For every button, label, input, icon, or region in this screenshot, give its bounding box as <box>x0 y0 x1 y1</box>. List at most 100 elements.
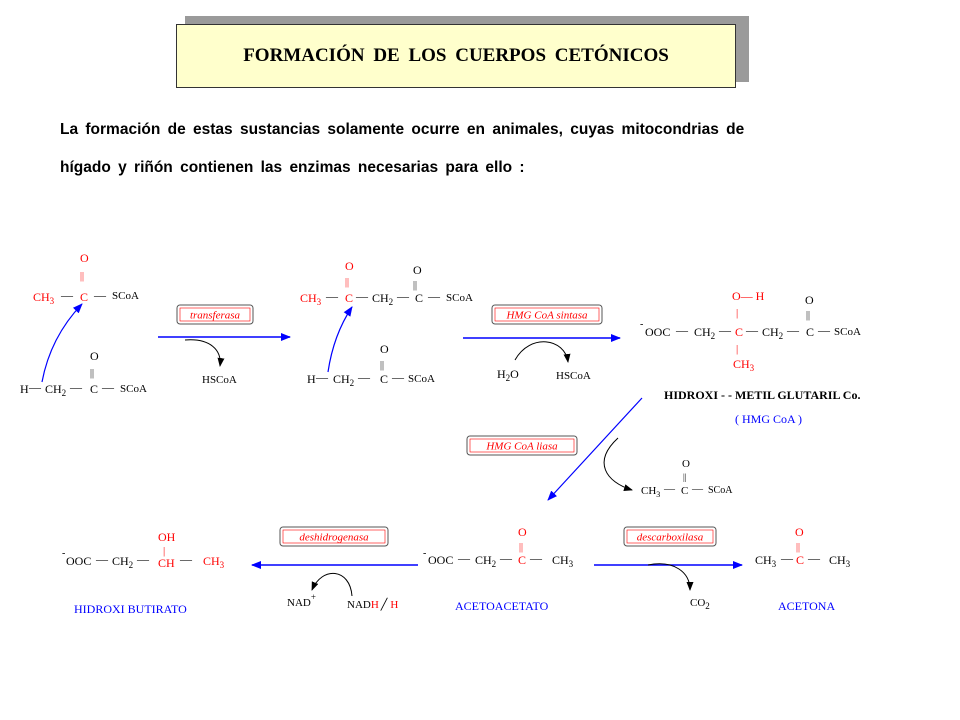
intro-line-2: hígado y riñón contienen las enzimas nec… <box>60 159 525 176</box>
svg-text:—: — <box>325 289 339 303</box>
svg-text:O: O <box>345 259 354 273</box>
svg-text:CH3: CH3 <box>755 553 777 569</box>
cofactor-arrow <box>311 573 353 597</box>
acetona-structure: O || CH3 — C — CH3 <box>755 525 851 569</box>
svg-text:O: O <box>413 263 422 277</box>
svg-text:||: || <box>683 472 687 482</box>
svg-text:C: C <box>80 290 88 304</box>
svg-text:|: | <box>736 307 738 319</box>
svg-text:||: || <box>90 368 94 379</box>
nadh-h: NADH╱H <box>347 597 398 611</box>
svg-text:—: — <box>179 552 193 566</box>
svg-text:—: — <box>745 323 759 337</box>
svg-text:CH3: CH3 <box>552 553 574 569</box>
attack-arrow-1 <box>41 303 83 383</box>
svg-text:CH: CH <box>158 556 175 570</box>
svg-text:||: || <box>413 280 417 291</box>
attack-arrow-2 <box>327 306 353 373</box>
svg-text:—: — <box>499 551 513 565</box>
svg-text:||: || <box>345 277 349 288</box>
svg-text:OH: OH <box>158 530 176 544</box>
svg-text:—: — <box>786 323 800 337</box>
svg-text:CH2: CH2 <box>475 553 496 569</box>
svg-text:O: O <box>682 458 690 470</box>
svg-text:C: C <box>90 382 98 396</box>
svg-text:HMG CoA liasa: HMG CoA liasa <box>485 441 558 453</box>
svg-text:-: - <box>62 548 65 559</box>
acetoacetato-label: ACETOACETATO <box>455 599 549 613</box>
svg-text:CH2: CH2 <box>112 554 133 570</box>
svg-text:deshidrogenasa: deshidrogenasa <box>299 532 369 544</box>
acetoacetyl-coa: O || O || CH3 — C — CH2 — C — SCoA <box>300 259 473 307</box>
svg-text:—: — <box>427 289 441 303</box>
svg-text:—: — <box>136 552 150 566</box>
acetyl-coa-top: O || CH3 — C — SCoA <box>33 251 139 306</box>
svg-text:—: — <box>60 288 74 302</box>
svg-text:|: | <box>736 343 738 355</box>
co2: CO2 <box>690 597 710 611</box>
hscoa-2: HSCoA <box>556 370 591 382</box>
svg-text:HMG CoA sintasa: HMG CoA sintasa <box>505 310 588 322</box>
svg-text:C: C <box>806 325 814 339</box>
svg-text:O— H: O— H <box>732 289 765 303</box>
svg-text:OOC: OOC <box>645 325 670 339</box>
title-box: FORMACIÓN DE LOS CUERPOS CETÓNICOS <box>176 24 736 88</box>
svg-text:SCoA: SCoA <box>834 326 861 338</box>
release-arrow-2 <box>514 341 571 363</box>
svg-text:OOC: OOC <box>428 553 453 567</box>
reaction-arrow-3 <box>547 397 643 501</box>
svg-text:—: — <box>357 370 371 384</box>
svg-text:||: || <box>80 271 84 282</box>
svg-text:—: — <box>355 289 369 303</box>
page-title: FORMACIÓN DE LOS CUERPOS CETÓNICOS <box>243 45 669 66</box>
svg-text:O: O <box>795 525 804 539</box>
svg-text:|: | <box>163 545 165 557</box>
svg-text:—: — <box>28 380 42 394</box>
acetyl-coa-second: O || H — CH2 — C — SCoA <box>307 342 435 388</box>
svg-text:||: || <box>806 310 810 321</box>
acetona-label: ACETONA <box>778 599 835 613</box>
svg-text:C: C <box>681 485 688 497</box>
hidroxibutirato-structure: OH | - OOC — CH2 — CH — CH3 <box>62 530 225 570</box>
svg-text:CH3: CH3 <box>733 357 755 373</box>
svg-text:||: || <box>796 542 800 553</box>
svg-text:—: — <box>396 289 410 303</box>
svg-text:C: C <box>735 325 743 339</box>
svg-text:CH2: CH2 <box>694 325 715 341</box>
acetyl-coa-released: O || CH3 — C — SCoA <box>641 458 733 499</box>
co2-arrow <box>647 563 694 591</box>
enzyme-descarboxilasa: descarboxilasa <box>623 526 717 547</box>
svg-text:CH3: CH3 <box>829 553 851 569</box>
water: H2O <box>497 367 519 383</box>
svg-text:—: — <box>95 552 109 566</box>
acetoacetato-structure: O || - OOC — CH2 — C — CH3 <box>423 525 574 569</box>
svg-text:—: — <box>69 380 83 394</box>
svg-text:||: || <box>519 542 523 553</box>
hmg-coa-structure: O— H O || | - OOC — CH2 — C — CH2 — C — … <box>640 289 861 373</box>
svg-text:C: C <box>518 553 526 567</box>
hmg-coa-name: HIDROXI - - METIL GLUTARIL Co. <box>664 388 860 402</box>
svg-text:—: — <box>529 551 543 565</box>
svg-text:C: C <box>415 291 423 305</box>
hmg-coa-abbrev: ( HMG CoA ) <box>735 412 802 426</box>
svg-text:SCoA: SCoA <box>446 292 473 304</box>
svg-text:—: — <box>817 323 831 337</box>
svg-text:CH3: CH3 <box>641 485 660 499</box>
svg-text:SCoA: SCoA <box>120 383 147 395</box>
svg-text:CH2: CH2 <box>45 382 66 398</box>
acetyl-coa-bottom: O || H — CH2 — C — SCoA <box>20 349 147 398</box>
svg-text:O: O <box>80 251 89 265</box>
svg-text:C: C <box>345 291 353 305</box>
release-arrow-1 <box>184 339 225 367</box>
svg-text:—: — <box>391 370 405 384</box>
hidroxibutirato-label: HIDROXI BUTIRATO <box>74 602 187 616</box>
svg-text:O: O <box>518 525 527 539</box>
svg-text:OOC: OOC <box>66 554 91 568</box>
svg-text:CH2: CH2 <box>762 325 783 341</box>
svg-text:—: — <box>807 551 821 565</box>
svg-text:CH3: CH3 <box>203 554 225 570</box>
svg-text:-: - <box>640 319 643 330</box>
svg-text:O: O <box>380 342 389 356</box>
svg-text:||: || <box>380 360 384 371</box>
svg-text:—: — <box>457 551 471 565</box>
